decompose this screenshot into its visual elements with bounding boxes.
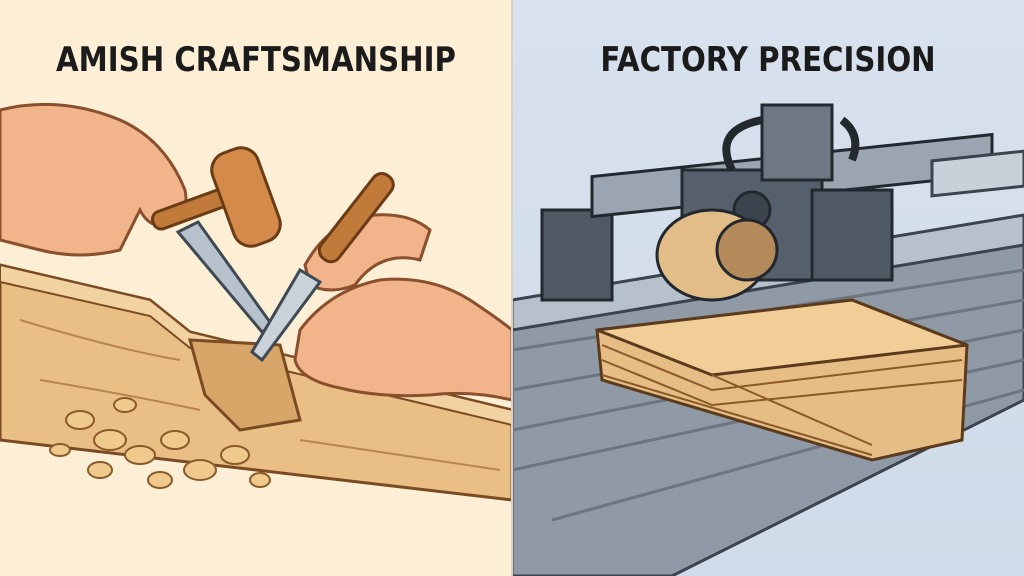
factory-illustration bbox=[512, 103, 1024, 576]
craftsman-illustration bbox=[0, 102, 512, 502]
chisel-icon bbox=[175, 171, 395, 363]
saw-blade-icon bbox=[655, 208, 779, 302]
panel-divider bbox=[511, 0, 513, 576]
wood-shavings-icon bbox=[49, 397, 271, 489]
amish-title: AMISH CRAFTSMANSHIP bbox=[56, 40, 456, 80]
mallet-icon bbox=[150, 146, 282, 248]
wood-stack-icon bbox=[595, 298, 969, 462]
factory-title: FACTORY PRECISION bbox=[600, 40, 936, 80]
amish-panel: AMISH CRAFTSMANSHIP bbox=[0, 0, 512, 576]
factory-panel: FACTORY PRECISION bbox=[512, 0, 1024, 576]
hands-icon bbox=[0, 102, 512, 402]
